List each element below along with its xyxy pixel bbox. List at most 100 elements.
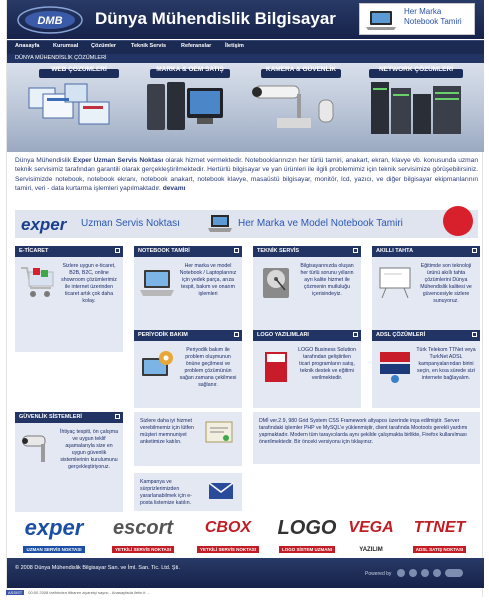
hero-title-bar: DÜNYA MÜHENDİSLİK ÇÖZÜMLERİ (7, 54, 484, 63)
box-title: TEKNİK SERVİS (257, 248, 300, 254)
box-text: Eğitimde son teknoloji ürünü akıllı taht… (420, 263, 472, 304)
box-security-systems[interactable]: GÜVENLİK SİSTEMLERİ İhtiyaç tespiti, ön … (15, 412, 123, 512)
box-text: Bilgisayarınızda oluşan her türlü sorunu… (300, 263, 354, 297)
brand-logo[interactable]: LOGO LOGO SİSTEM UZMANI (273, 518, 341, 554)
hard-drive-icon (263, 268, 289, 298)
partner-icon[interactable] (409, 569, 417, 577)
brand-exper[interactable]: exper UZMAN SERVİS NOKTASI (15, 515, 93, 554)
survey-box[interactable]: Sizlere daha iyi hizmet verebilmemiz içi… (134, 412, 242, 466)
nav-contact[interactable]: İletişim (225, 43, 244, 49)
laptop-icon (208, 215, 232, 232)
brand-name: exper (24, 515, 84, 540)
box-title: GÜVENLİK SİSTEMLERİ (19, 414, 82, 420)
partner-logo-icon[interactable] (445, 569, 463, 577)
intro-paragraph: Dünya Mühendislik Exper Uzman Servis Nok… (15, 156, 478, 193)
framework-info-box: DMİ ver.2.9, 980 Grid System CSS Framewo… (253, 412, 480, 464)
survey-text: Sizlere daha iyi hizmet verebilmemiz içi… (140, 418, 194, 445)
copyright-text: © 2008 Dünya Mühendislik Bilgisayar San.… (15, 565, 180, 571)
adsl-icon (380, 352, 410, 383)
hero-illustration (28, 82, 461, 134)
category-camera-security[interactable]: KAMERA & GÜVENLİK (265, 66, 337, 73)
company-logo[interactable]: DMB (16, 5, 84, 35)
site-header: DMB Dünya Mühendislik Bilgisayar Her Mar… (7, 0, 484, 39)
box-title: E-TİCARET (19, 248, 49, 254)
box-title: ADSL ÇÖZÜMLERİ (376, 332, 426, 338)
expand-icon (472, 248, 477, 253)
security-camera-image (252, 85, 334, 128)
expand-icon (353, 248, 358, 253)
brand-sub: YAZILIM (356, 546, 386, 554)
nav-home[interactable]: Anasayfa (15, 43, 40, 49)
box-logo-software[interactable]: LOGO YAZILIMLARI LOGO Business Solution … (253, 330, 361, 408)
category-brand-oem[interactable]: MARKA & OEM SATIŞ (156, 66, 224, 73)
camera-icon (22, 435, 46, 462)
strip-text-repair: Her Marka ve Model Notebook Tamiri (238, 218, 403, 229)
strip-text-service: Uzman Servis Noktası (81, 218, 180, 229)
box-text: Türk Telekom TTNet veya TurkNet ADSL kam… (416, 347, 476, 381)
box-text: Sizlere uygun e-ticaret, B2B, B2C, onlin… (61, 263, 117, 304)
brand-escort[interactable]: escort YETKİLİ SERVİS NOKTASI (105, 518, 181, 554)
logo-text: DMB (37, 15, 62, 27)
gear-icon (142, 351, 173, 376)
main-nav: Anasayfa Kurumsal Çözümler Teknik Servis… (7, 40, 484, 54)
newsletter-box[interactable]: Kampanya ve sürprizlerimizden yararlanab… (134, 473, 242, 511)
brand-sub: YETKİLİ SERVİS NOKTASI (196, 546, 260, 553)
page: DMB Dünya Mühendislik Bilgisayar Her Mar… (6, 0, 484, 597)
network-switch-image (371, 82, 461, 134)
notebook-repair-banner[interactable]: Her Marka Notebook Tamiri (359, 3, 475, 35)
brand-name: LOGO (277, 517, 337, 539)
brand-cbox[interactable]: CBOX YETKİLİ SERVİS NOKTASI (191, 518, 265, 554)
box-title: LOGO YAZILIMLARI (257, 332, 309, 338)
partner-icon[interactable] (421, 569, 429, 577)
cart-icon (21, 267, 54, 297)
laptop-icon (366, 11, 396, 30)
intro-rest: olarak hizmet vermektedir. Notebookların… (15, 157, 478, 192)
box-title: NOTEBOOK TAMİRİ (138, 248, 190, 254)
box-text: İhtiyaç tespiti, ön çalışma ve uygun tek… (60, 429, 118, 470)
brand-name: VEGA (348, 519, 394, 536)
brand-sub: ADSL SATIŞ NOKTASI (412, 546, 467, 553)
intro-start: Dünya Mühendislik (15, 157, 74, 164)
brand-name: CBOX (204, 519, 252, 536)
category-web[interactable]: WEB ÇÖZÜMLERİ (51, 66, 107, 73)
category-pill-camera (261, 69, 341, 78)
brand-sub: UZMAN SERVİS NOKTASI (23, 546, 85, 553)
web-screens-image (28, 83, 110, 125)
box-periodic-maintenance[interactable]: PERİYODİK BAKIM Periyodik bakım ile prob… (134, 330, 242, 408)
laptop-icon (140, 270, 174, 296)
partner-icon[interactable] (433, 569, 441, 577)
category-network[interactable]: NETWORK ÇÖZÜMLERİ (378, 66, 454, 73)
counter-text: 00:00 2008 tarihinden itibaren ziyaretçi… (28, 590, 150, 595)
brand-vega[interactable]: VEGA YAZILIM (345, 518, 397, 554)
brand-sub: LOGO SİSTEM UZMANI (279, 546, 335, 553)
expand-icon (234, 248, 239, 253)
counter-tag: ASSIST (6, 590, 25, 595)
stamp-icon (443, 206, 473, 236)
certificate-icon (205, 421, 233, 443)
box-title: AKILLI TAHTA (376, 248, 414, 254)
nav-solutions[interactable]: Çözümler (91, 43, 117, 49)
read-more-link[interactable]: devamı (162, 184, 186, 192)
box-text: LOGO Business Solution tarafından gelişt… (298, 347, 356, 381)
expand-icon (234, 332, 239, 337)
box-text: Periyodik bakım ile problem oluşmunun ön… (179, 347, 237, 388)
box-e-commerce[interactable]: E-TİCARET Sizlere uygun e-ticaret, B2B, … (15, 246, 123, 352)
hero-bar-title: DÜNYA MÜHENDİSLİK ÇÖZÜMLERİ (15, 55, 107, 61)
expand-icon (115, 414, 120, 419)
brand-name: escort (112, 517, 174, 539)
site-footer: © 2008 Dünya Mühendislik Bilgisayar San.… (7, 558, 484, 588)
partner-icon[interactable] (397, 569, 405, 577)
box-adsl[interactable]: ADSL ÇÖZÜMLERİ Türk Telekom TTNet veya T… (372, 330, 480, 408)
brand-logos: exper UZMAN SERVİS NOKTASI escort YETKİL… (15, 515, 478, 554)
nav-corporate[interactable]: Kurumsal (53, 43, 79, 49)
exper-service-banner[interactable]: exper Uzman Servis Noktası Her Marka ve … (15, 206, 478, 238)
nav-references[interactable]: Referanslar (181, 43, 212, 49)
intro-bold: Exper Uzman Servis Noktası (73, 157, 164, 164)
framework-text: DMİ ver.2.9, 980 Grid System CSS Framewo… (259, 418, 468, 445)
exper-logo: exper (21, 215, 67, 234)
brand-ttnet[interactable]: TTNET ADSL SATIŞ NOKTASI (401, 518, 478, 554)
box-text: Her marka ve model Notebook / Laptopları… (179, 263, 237, 297)
nav-technical-service[interactable]: Teknik Servis (131, 43, 167, 49)
box-title: PERİYODİK BAKIM (138, 332, 188, 338)
